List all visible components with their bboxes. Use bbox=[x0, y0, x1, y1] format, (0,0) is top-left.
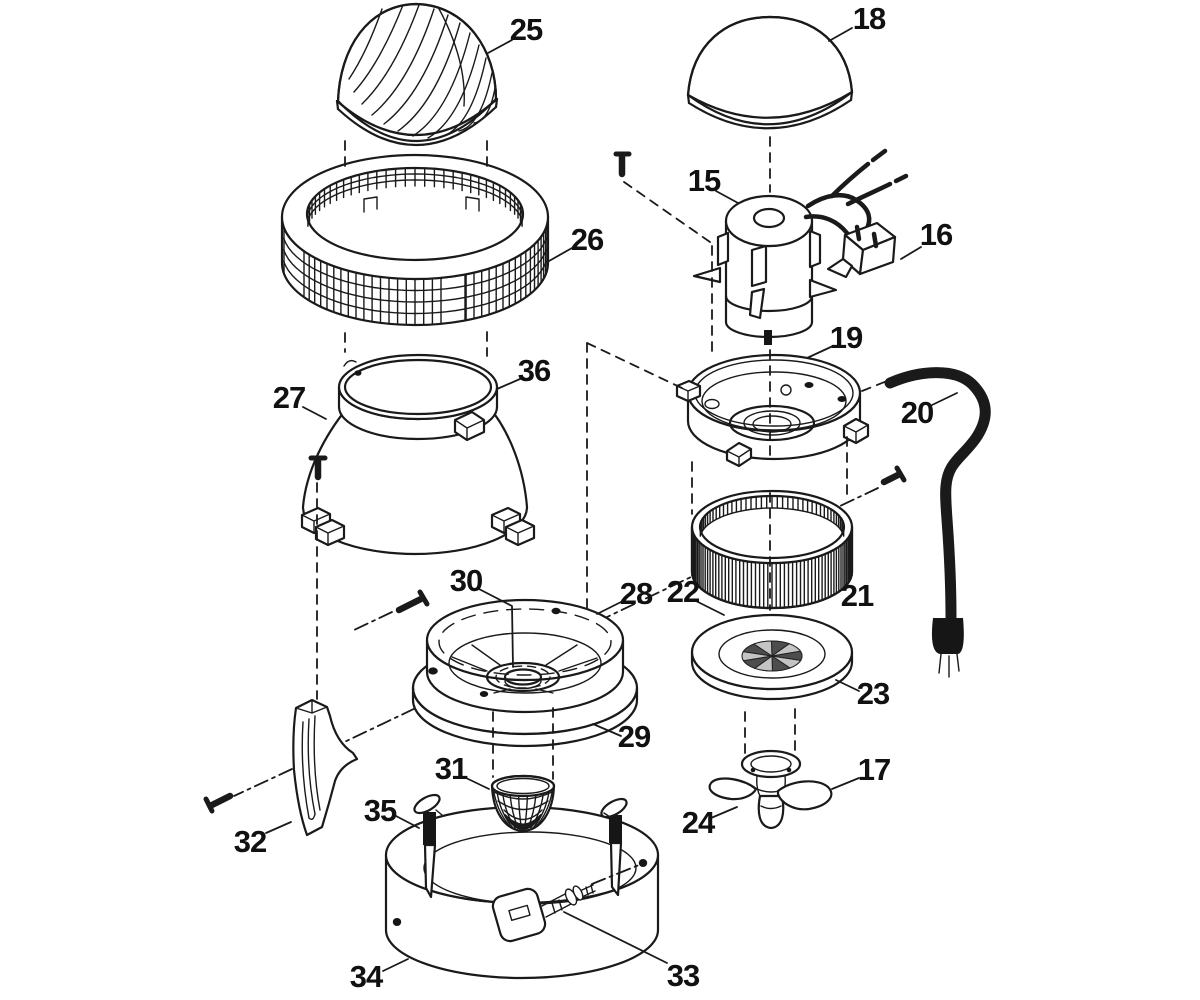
screw bbox=[395, 589, 430, 614]
part-15-motor bbox=[613, 151, 838, 345]
part-20-power-cord bbox=[884, 367, 991, 678]
tray-spokes bbox=[451, 644, 598, 694]
part-label-26: 26 bbox=[570, 222, 604, 257]
disc-pinwheel bbox=[741, 640, 803, 672]
filter-ring-front-ribs bbox=[691, 528, 853, 609]
part-31-basket bbox=[490, 774, 556, 833]
tray-hub bbox=[485, 661, 561, 693]
part-label-15: 15 bbox=[687, 163, 721, 198]
part-label-25: 25 bbox=[509, 12, 543, 47]
part-27-cone bbox=[300, 405, 536, 556]
part-28-29-30-tray bbox=[395, 589, 639, 748]
part-19-plate bbox=[675, 353, 870, 468]
part-label-22: 22 bbox=[666, 574, 700, 609]
part-label-18: 18 bbox=[852, 1, 886, 36]
part-label-34: 34 bbox=[349, 959, 383, 994]
filter-ring-back-ribs bbox=[699, 495, 845, 537]
part-label-16: 16 bbox=[919, 217, 953, 252]
part-label-29: 29 bbox=[617, 719, 651, 754]
part-36-ring bbox=[337, 353, 499, 442]
dome-louver-stripes bbox=[348, 4, 496, 139]
leader-lines bbox=[265, 27, 958, 972]
screws bbox=[203, 465, 907, 814]
part-22-23-disc bbox=[690, 613, 854, 701]
part-label-17: 17 bbox=[857, 752, 891, 787]
part-label-27: 27 bbox=[272, 380, 306, 415]
part-35-posts bbox=[413, 793, 628, 899]
part-17-24-impeller bbox=[708, 749, 833, 830]
part-label-21: 21 bbox=[840, 578, 874, 613]
part-33-float bbox=[491, 884, 596, 943]
part-label-23: 23 bbox=[856, 676, 890, 711]
grille-inner-mesh bbox=[307, 167, 523, 227]
part-25-louvered-dome bbox=[335, 2, 499, 147]
part-label-31: 31 bbox=[434, 751, 468, 786]
part-label-19: 19 bbox=[829, 320, 863, 355]
part-26-grille-ring bbox=[280, 153, 550, 327]
part-32-bracket bbox=[292, 698, 359, 837]
grille-outer-mesh bbox=[282, 224, 548, 326]
part-label-24: 24 bbox=[681, 805, 715, 840]
cone-feet bbox=[300, 506, 536, 547]
part-label-32: 32 bbox=[233, 824, 267, 859]
part-label-36: 36 bbox=[517, 353, 551, 388]
part-label-33: 33 bbox=[666, 958, 700, 993]
screw bbox=[613, 151, 632, 178]
part-16-connector bbox=[803, 148, 909, 279]
part-label-20: 20 bbox=[900, 395, 934, 430]
alignment-dashes bbox=[316, 136, 888, 885]
part-21-filter-ring bbox=[690, 489, 854, 610]
part-label-28: 28 bbox=[619, 576, 653, 611]
part-label-30: 30 bbox=[449, 563, 483, 598]
basket-mesh bbox=[492, 788, 554, 830]
part-label-35: 35 bbox=[363, 793, 397, 828]
screw bbox=[308, 455, 328, 481]
part-18-dome bbox=[686, 15, 854, 130]
